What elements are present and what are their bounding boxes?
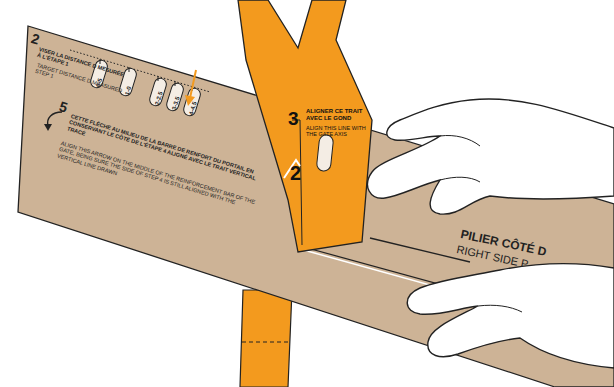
instruction-text: ALIGNER CE TRAIT AVEC LE GOND bbox=[306, 108, 368, 122]
instruction-text: ALIGN THIS LINE WITH THE GATE AXIS bbox=[306, 125, 368, 138]
orange-tool bbox=[238, 0, 372, 252]
orange-tool-lower bbox=[240, 290, 292, 387]
lower-hand bbox=[407, 264, 614, 368]
upper-hand bbox=[368, 99, 614, 214]
step-number: 2 bbox=[290, 162, 310, 185]
finger-lines bbox=[478, 305, 522, 312]
arrow-head bbox=[44, 124, 52, 131]
step-number: 3 bbox=[288, 108, 308, 130]
template-slit bbox=[370, 238, 470, 262]
finger-lines bbox=[440, 135, 480, 182]
fold-line bbox=[242, 342, 289, 343]
pointer-arrow bbox=[190, 70, 196, 98]
tool-slot bbox=[316, 134, 334, 171]
